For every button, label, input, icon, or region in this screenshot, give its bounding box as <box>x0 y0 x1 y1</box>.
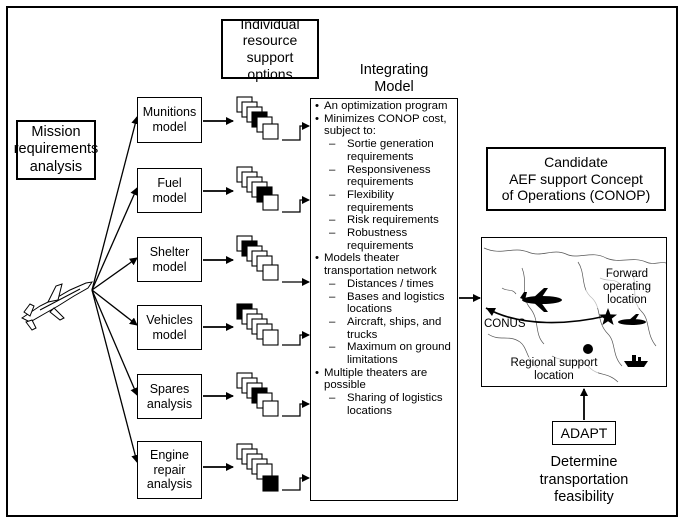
model-label: Shelter <box>149 244 190 259</box>
sub-max-on-ground: Maximum on ground limitations <box>315 341 454 366</box>
integrating-line2: Model <box>374 79 414 96</box>
integrating-line1: Integrating <box>359 62 429 78</box>
sub-flexibility: Flexibility requirements <box>315 189 454 214</box>
model-label: Fuel <box>157 175 182 190</box>
forward-location-star-icon <box>599 308 617 325</box>
model-to-options-arrows <box>203 117 234 471</box>
bullet-multiple-theaters: Multiple theaters are possible <box>315 367 454 392</box>
determine-feasibility-text: Determine transportation feasibility <box>524 454 644 507</box>
model-label: model <box>152 327 187 342</box>
sub-distances: Distances / times <box>315 278 454 291</box>
model-label: model <box>152 190 187 205</box>
model-label: Spares <box>149 381 190 396</box>
mission-line3: analysis <box>29 158 83 175</box>
determine-line2: transportation <box>539 471 629 488</box>
resource-options-header: Individual resource support options <box>221 15 319 82</box>
fan-arrows <box>91 116 140 463</box>
conus-route <box>485 307 607 324</box>
option-stack-shelter-icon <box>236 235 279 281</box>
candidate-line1: Candidate <box>544 154 608 171</box>
resource-line1: Individual <box>240 15 300 32</box>
regional-support-label: Regional support location <box>510 357 598 384</box>
option-stack-engine-icon <box>236 443 279 492</box>
mission-requirements-box: Mission requirements analysis <box>13 120 99 180</box>
candidate-conop-box: Candidate AEF support Concept of Operati… <box>486 147 666 211</box>
ship-icon <box>624 355 648 367</box>
sub-sharing: Sharing of logistics locations <box>315 392 454 417</box>
bullet-optimization: An optimization program <box>315 100 454 113</box>
jet-aircraft-icon <box>21 281 94 331</box>
model-label: Munitions <box>142 105 197 120</box>
model-label: Vehicles <box>146 312 193 327</box>
regional-location-dot-icon <box>583 344 593 354</box>
candidate-line3: of Operations (CONOP) <box>501 187 651 204</box>
coastline-shapes <box>483 247 666 383</box>
conus-label: CONUS <box>484 318 526 331</box>
conus-arrowhead-left-icon <box>486 308 496 316</box>
theater-map: Forward operating location CONUS Regiona… <box>481 237 667 387</box>
model-label: model <box>152 120 187 134</box>
model-label: model <box>152 259 187 274</box>
candidate-line2: AEF support Concept <box>509 170 643 187</box>
resource-line3: support options <box>246 49 294 82</box>
option-stack-spares-icon <box>236 372 279 417</box>
bullet-transportation-network: Models theater transportation network <box>315 252 454 277</box>
regional-label-text: Regional support location <box>510 357 598 383</box>
map-drawing <box>483 247 666 383</box>
transport-aircraft-icon <box>520 288 562 312</box>
integrating-model-list: An optimization program Minimizes CONOP … <box>310 98 458 501</box>
mission-line2: requirements <box>13 141 99 158</box>
figure-frame <box>6 6 678 517</box>
integrating-model-heading: Integrating Model <box>340 62 448 97</box>
sub-sortie: Sortie generation requirements <box>315 138 454 163</box>
option-stack-munitions-icon <box>236 96 279 140</box>
determine-line3: feasibility <box>554 489 614 506</box>
sub-responsiveness: Responsiveness requirements <box>315 164 454 189</box>
model-label: analysis <box>146 477 193 492</box>
resource-line2: resource <box>242 32 298 49</box>
sub-risk: Risk requirements <box>315 214 454 227</box>
conus-label-text: CONUS <box>484 318 526 330</box>
model-label: analysis <box>146 396 193 411</box>
forward-operating-label: Forward operating location <box>586 268 666 308</box>
determine-line1: Determine <box>550 454 618 470</box>
adapt-box: ADAPT <box>552 421 616 445</box>
option-stack-vehicles-icon <box>236 303 279 346</box>
sub-robustness: Robustness requirements <box>315 227 454 252</box>
model-label: repair <box>153 462 186 477</box>
bullet-minimizes-cost: Minimizes CONOP cost, subject to: <box>315 113 454 138</box>
sub-vehicles: Aircraft, ships, and trucks <box>315 316 454 341</box>
sub-bases: Bases and logistics locations <box>315 291 454 316</box>
adapt-label: ADAPT <box>560 424 608 441</box>
small-aircraft-icon <box>618 314 646 325</box>
model-label: Engine <box>150 447 189 462</box>
forward-label-text: Forward operating location <box>603 268 651 307</box>
options-to-model-arrows <box>282 122 310 491</box>
option-stack-fuel-icon <box>236 166 279 211</box>
mission-line1: Mission <box>31 124 81 141</box>
